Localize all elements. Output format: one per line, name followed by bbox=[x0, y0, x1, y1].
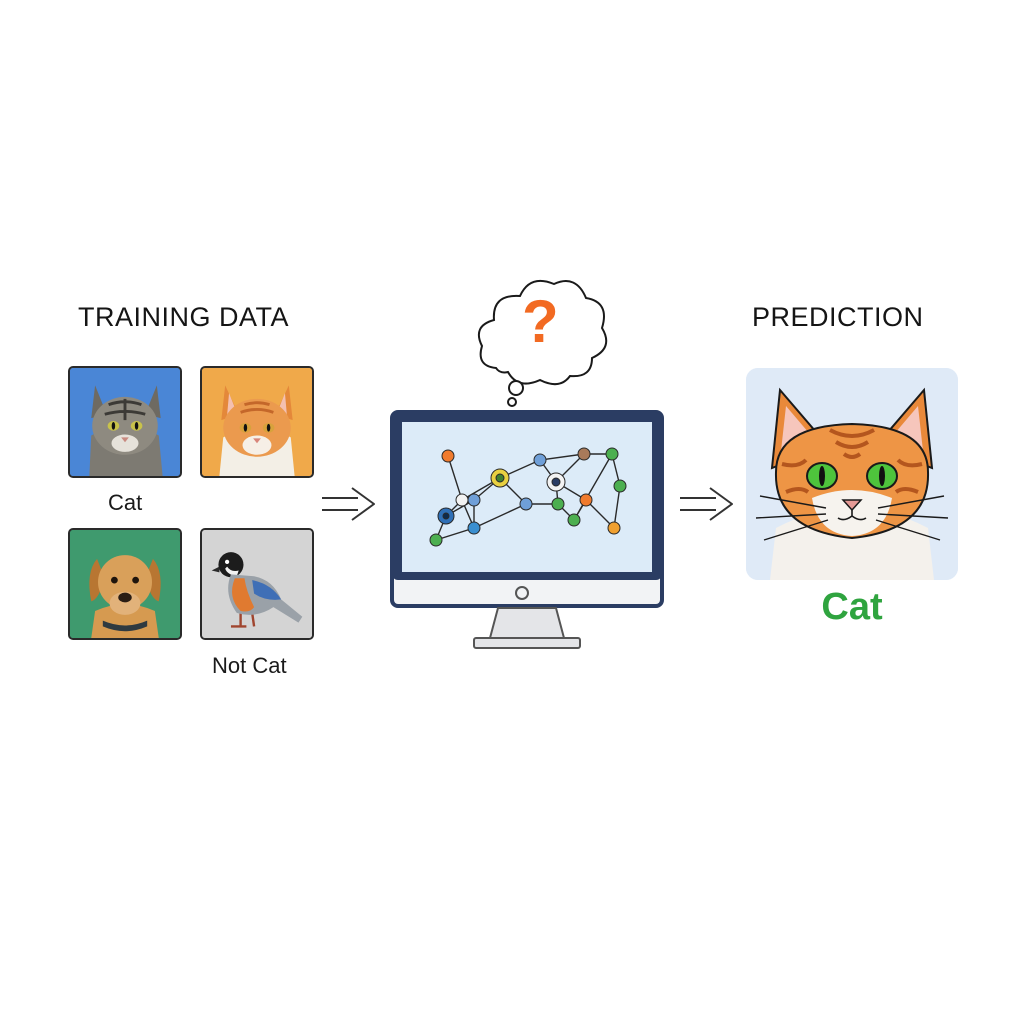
orange-cat-image bbox=[200, 366, 314, 478]
bird-image bbox=[200, 528, 314, 640]
prediction-cat-card bbox=[746, 368, 958, 580]
thought-bubble bbox=[472, 268, 612, 413]
tabby-cat-image bbox=[68, 366, 182, 478]
tabby-cat-photo-icon bbox=[70, 368, 180, 476]
arrow-to-prediction-icon bbox=[678, 484, 736, 524]
dog-image bbox=[68, 528, 182, 640]
not-cat-label: Not Cat bbox=[212, 653, 287, 678]
prediction-heading: PREDICTION bbox=[752, 302, 924, 332]
neural-network-diagram bbox=[402, 422, 652, 577]
bird-photo-icon bbox=[202, 530, 312, 638]
orange-cat-photo-icon bbox=[202, 368, 312, 476]
question-mark-icon: ? bbox=[522, 288, 559, 355]
dog-photo-icon bbox=[70, 530, 180, 638]
arrow-to-model-icon bbox=[320, 484, 378, 524]
predicted-cat-icon bbox=[746, 368, 958, 580]
prediction-result-label: Cat bbox=[821, 586, 883, 628]
cat-label: Cat bbox=[108, 490, 143, 515]
training-data-heading: TRAINING DATA bbox=[78, 302, 290, 332]
